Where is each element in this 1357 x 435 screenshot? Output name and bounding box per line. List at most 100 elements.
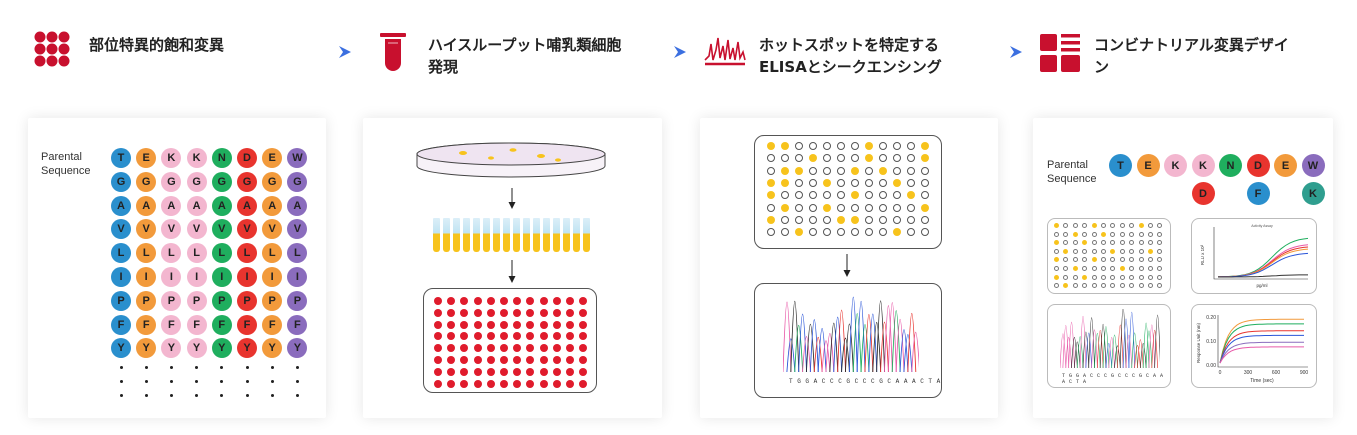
well (539, 308, 548, 317)
mutation-residue-d: D (1191, 182, 1215, 205)
well (447, 367, 456, 376)
mini-well (1157, 240, 1163, 246)
elisa-well (837, 178, 845, 187)
elisa-well (767, 191, 775, 200)
elisa-well (865, 142, 873, 150)
mini-well (1110, 248, 1116, 254)
elisa-well (893, 154, 901, 163)
well (500, 356, 508, 364)
elisa-well (907, 203, 915, 212)
dose-curve (1217, 237, 1309, 278)
culture-tube (573, 218, 580, 252)
well (486, 379, 495, 388)
well (566, 379, 574, 388)
culture-tube (443, 218, 450, 252)
mutant-residue: L (287, 243, 308, 264)
continuation-dot (169, 366, 173, 370)
mutant-residue: G (186, 171, 207, 192)
elisa-well (781, 215, 789, 224)
elisa-well (851, 228, 859, 237)
elisa-well (781, 203, 789, 212)
cell-expression-panel (363, 118, 662, 418)
binding-x-tick: 300 (1244, 370, 1253, 376)
well (526, 332, 535, 341)
mini-well (1110, 231, 1116, 237)
well (486, 344, 495, 353)
well (473, 308, 482, 317)
continuation-dot (245, 380, 249, 384)
well (447, 308, 456, 317)
mini-well (1072, 257, 1078, 263)
trace-peak (895, 318, 905, 373)
mini-well (1082, 240, 1088, 246)
well (579, 344, 588, 353)
culture-tube (453, 218, 460, 252)
arrow-down-icon (508, 260, 516, 283)
parental-residue-k: K (1164, 154, 1187, 177)
mini-chromatogram-plot (1060, 309, 1160, 368)
mutant-residue: F (211, 314, 232, 335)
mini-well (1091, 257, 1097, 263)
mini-well (1129, 274, 1135, 280)
well (566, 308, 574, 317)
continuation-dot (169, 380, 173, 384)
binding-x-tick: 0 (1219, 370, 1222, 376)
mini-well-plate (1047, 218, 1171, 294)
parental-residue-n: N (1219, 154, 1242, 177)
mutant-residue: L (211, 243, 232, 264)
well (447, 332, 456, 341)
chromatogram (783, 296, 919, 373)
mini-well (1101, 240, 1106, 246)
mini-well (1138, 231, 1144, 237)
trace-peak (883, 305, 893, 373)
elisa-well (823, 191, 831, 200)
elisa-well (823, 228, 831, 237)
mini-well (1129, 240, 1135, 246)
mini-well (1091, 248, 1097, 254)
dose-axes (1213, 227, 1308, 280)
trace-peak (1079, 315, 1087, 368)
elisa-well (879, 178, 887, 187)
grid-list-icon (1040, 34, 1080, 72)
elisa-well (781, 142, 789, 150)
continuation-dot (195, 366, 199, 370)
well (526, 344, 535, 353)
elisa-well (921, 154, 929, 163)
parental-residue-t: T (111, 148, 131, 168)
elisa-well (795, 203, 803, 212)
dose-title: Activity Assay (1251, 224, 1273, 228)
parental-residue-e: E (1274, 154, 1297, 177)
well (434, 297, 442, 305)
trace-peak (1068, 321, 1075, 368)
trace-peak (1099, 323, 1107, 368)
mutant-residue: L (262, 243, 283, 264)
trace-peak (1105, 343, 1113, 368)
mutant-residue: I (287, 267, 308, 287)
mini-well (1138, 248, 1144, 254)
parental-residue-k: K (1191, 154, 1215, 177)
mini-well (1119, 240, 1125, 246)
well (513, 308, 522, 317)
well (526, 320, 535, 329)
elisa-well (767, 142, 775, 150)
elisa-well (809, 178, 817, 187)
mini-sequence-text: T G G A C C C G C C C G C A A A C T A (1062, 373, 1164, 385)
mini-well (1138, 274, 1144, 280)
mini-well (1157, 231, 1163, 237)
elisa-well (865, 191, 873, 200)
dose-curve (1218, 274, 1308, 278)
elisa-well (879, 191, 887, 200)
mini-well (1110, 240, 1116, 246)
trace-peak (1119, 309, 1127, 368)
elisa-well (879, 203, 887, 212)
well (447, 379, 456, 388)
mini-well (1091, 223, 1097, 228)
well (526, 367, 535, 376)
mini-well (1091, 274, 1097, 280)
culture-tube (523, 218, 530, 252)
well (513, 379, 522, 388)
well (539, 344, 548, 353)
